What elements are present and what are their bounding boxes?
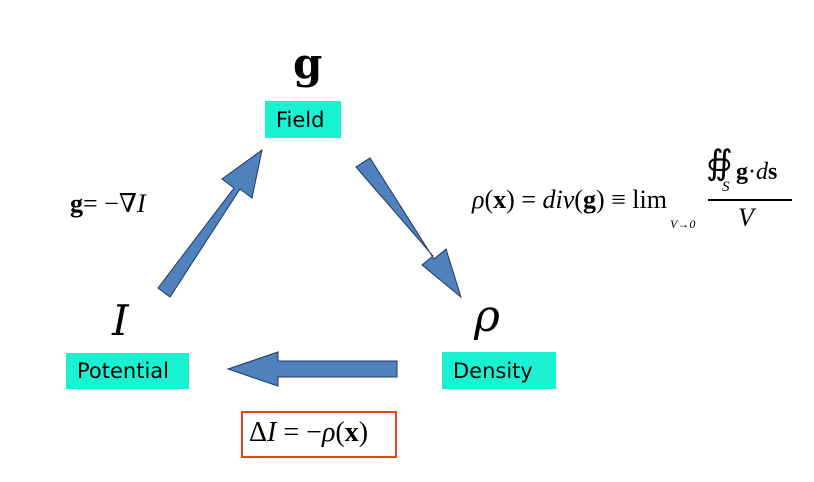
- field-symbol: g: [293, 39, 323, 88]
- div-int-sub: S: [722, 179, 730, 195]
- div-fraction-bar: [708, 199, 792, 201]
- potential-symbol: I: [112, 296, 129, 345]
- div-integral: ∯: [706, 145, 733, 182]
- arrow-field-to-density: [355, 157, 462, 299]
- div-eq2: ≡: [604, 185, 633, 214]
- div-denominator: V: [738, 203, 754, 232]
- div-g-open: (: [574, 185, 583, 214]
- div-g: g: [582, 185, 596, 214]
- poisson-open: (: [335, 417, 345, 448]
- field-label: Field: [265, 101, 341, 138]
- num-d: d: [756, 159, 768, 185]
- gradient-equation: g= −∇I: [70, 191, 146, 217]
- potential-label: Potential: [66, 353, 189, 389]
- div-rho: ρ: [472, 185, 485, 214]
- poisson-var: I: [267, 417, 277, 448]
- num-s: s: [768, 159, 778, 185]
- grad-var: I: [136, 189, 146, 218]
- div-eq1: =: [514, 185, 543, 214]
- poisson-x: x: [344, 417, 359, 448]
- density-symbol: ρ: [474, 291, 500, 342]
- poisson-delta: Δ: [249, 417, 268, 448]
- poisson-eq: = −: [276, 417, 322, 448]
- num-dot: ·: [748, 159, 756, 185]
- div-op: div: [542, 185, 575, 214]
- div-x-open: (: [484, 185, 494, 214]
- div-x: x: [493, 185, 507, 214]
- div-lim: lim: [632, 185, 667, 214]
- arrow-density-to-potential: [226, 351, 398, 387]
- density-label: Density: [442, 352, 556, 389]
- div-x-close: ): [506, 185, 515, 214]
- div-numerator: g·ds: [736, 160, 777, 184]
- poisson-equation: ΔI = −ρ(x): [249, 419, 368, 447]
- grad-eq: = −∇: [83, 189, 137, 218]
- grad-lhs: g: [70, 189, 83, 218]
- divergence-equation-left: ρ(x) = div(g) ≡ lim: [472, 187, 667, 213]
- div-lim-sub: V→0: [670, 217, 696, 231]
- arrow-potential-to-field: [157, 148, 263, 298]
- num-g: g: [736, 159, 748, 185]
- poisson-rho: ρ: [321, 417, 336, 448]
- poisson-box: [241, 411, 397, 458]
- poisson-close: ): [358, 417, 369, 448]
- div-g-close: ): [595, 185, 605, 214]
